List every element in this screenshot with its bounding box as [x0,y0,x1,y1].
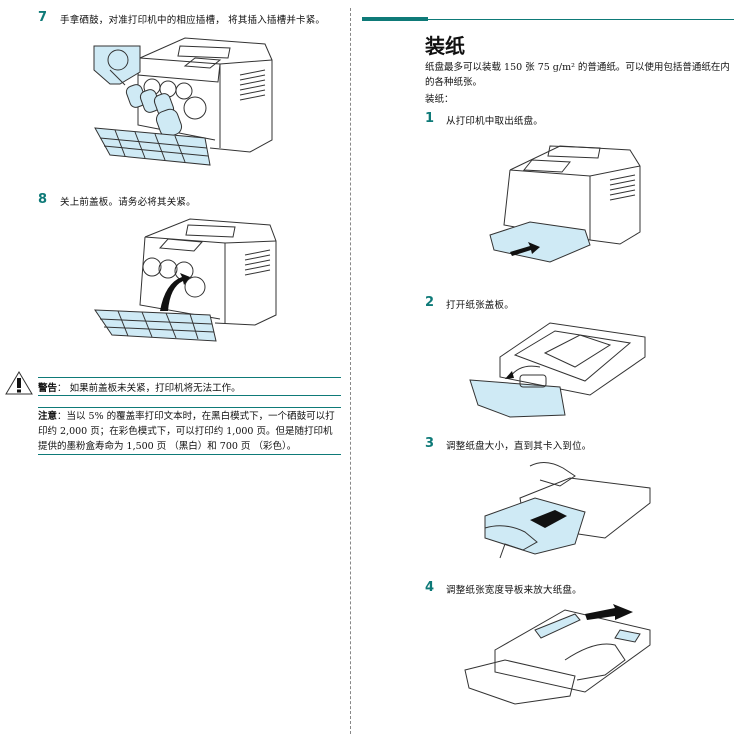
step-text: 手拿硒鼓，对准打印机中的相应插槽， 将其插入插槽并卡紧。 [60,15,326,26]
step-number: 2 [425,295,435,310]
step-number: 7 [38,10,48,25]
intro-line: 的各种纸张。 [425,77,483,88]
note-line: 印约 2,000 页；在彩色模式下，可以打印约 1,000 页。但是随打印机 [38,426,333,437]
note-box: 注意：当以 5% 的覆盖率打印文本时，在黑白模式下，一个硒鼓可以打 印约 2,0… [38,409,343,454]
warning-triangle-icon [5,371,33,395]
note-rule-top [38,407,341,408]
subheading: 装纸： [425,94,454,105]
warning-rule-top [38,377,341,378]
column-divider [350,8,351,734]
section-title: 装纸 [425,34,465,58]
note-label: 注意 [38,411,58,422]
step-number: 4 [425,580,435,595]
note-line: 提供的墨粉盒寿命为 1,500 页 （黑白）和 700 页 （彩色）。 [38,441,297,452]
illustration-close-front-cover [94,218,277,342]
warning-text: 如果前盖板未关紧，打印机将无法工作。 [69,383,241,394]
illustration-adjust-width-guide [464,604,651,705]
step-text: 打开纸张盖板。 [446,300,514,311]
intro-line: 纸盘最多可以装载 150 张 75 g/m² 的普通纸。可以使用包括普通纸在内 [425,62,730,73]
illustration-remove-tray [489,145,641,263]
section-rule [362,19,734,20]
step-text: 调整纸盘大小，直到其卡入到位。 [446,441,592,452]
note-rule-bottom [38,454,341,455]
step-number: 8 [38,192,48,207]
step-text: 调整纸张宽度导板来放大纸盘。 [446,585,582,596]
warning-label: 警告 [38,383,58,394]
note-line: ：当以 5% 的覆盖率打印文本时，在黑白模式下，一个硒鼓可以打 [57,411,335,422]
step-text: 从打印机中取出纸盘。 [446,116,544,127]
illustration-adjust-tray-size [484,462,651,559]
illustration-open-paper-cover [469,322,646,418]
step-text: 关上前盖板。请务必将其关紧。 [60,197,196,208]
warning-colon: ： [57,383,67,394]
step-number: 3 [425,436,435,451]
warning-box: 警告： 如果前盖板未关紧，打印机将无法工作。 [38,380,241,394]
warning-rule-bottom [38,395,341,396]
step-number: 1 [425,111,435,126]
intro-paragraph: 纸盘最多可以装载 150 张 75 g/m² 的普通纸。可以使用包括普通纸在内 … [425,60,737,90]
illustration-insert-toner-cartridges [93,37,273,166]
